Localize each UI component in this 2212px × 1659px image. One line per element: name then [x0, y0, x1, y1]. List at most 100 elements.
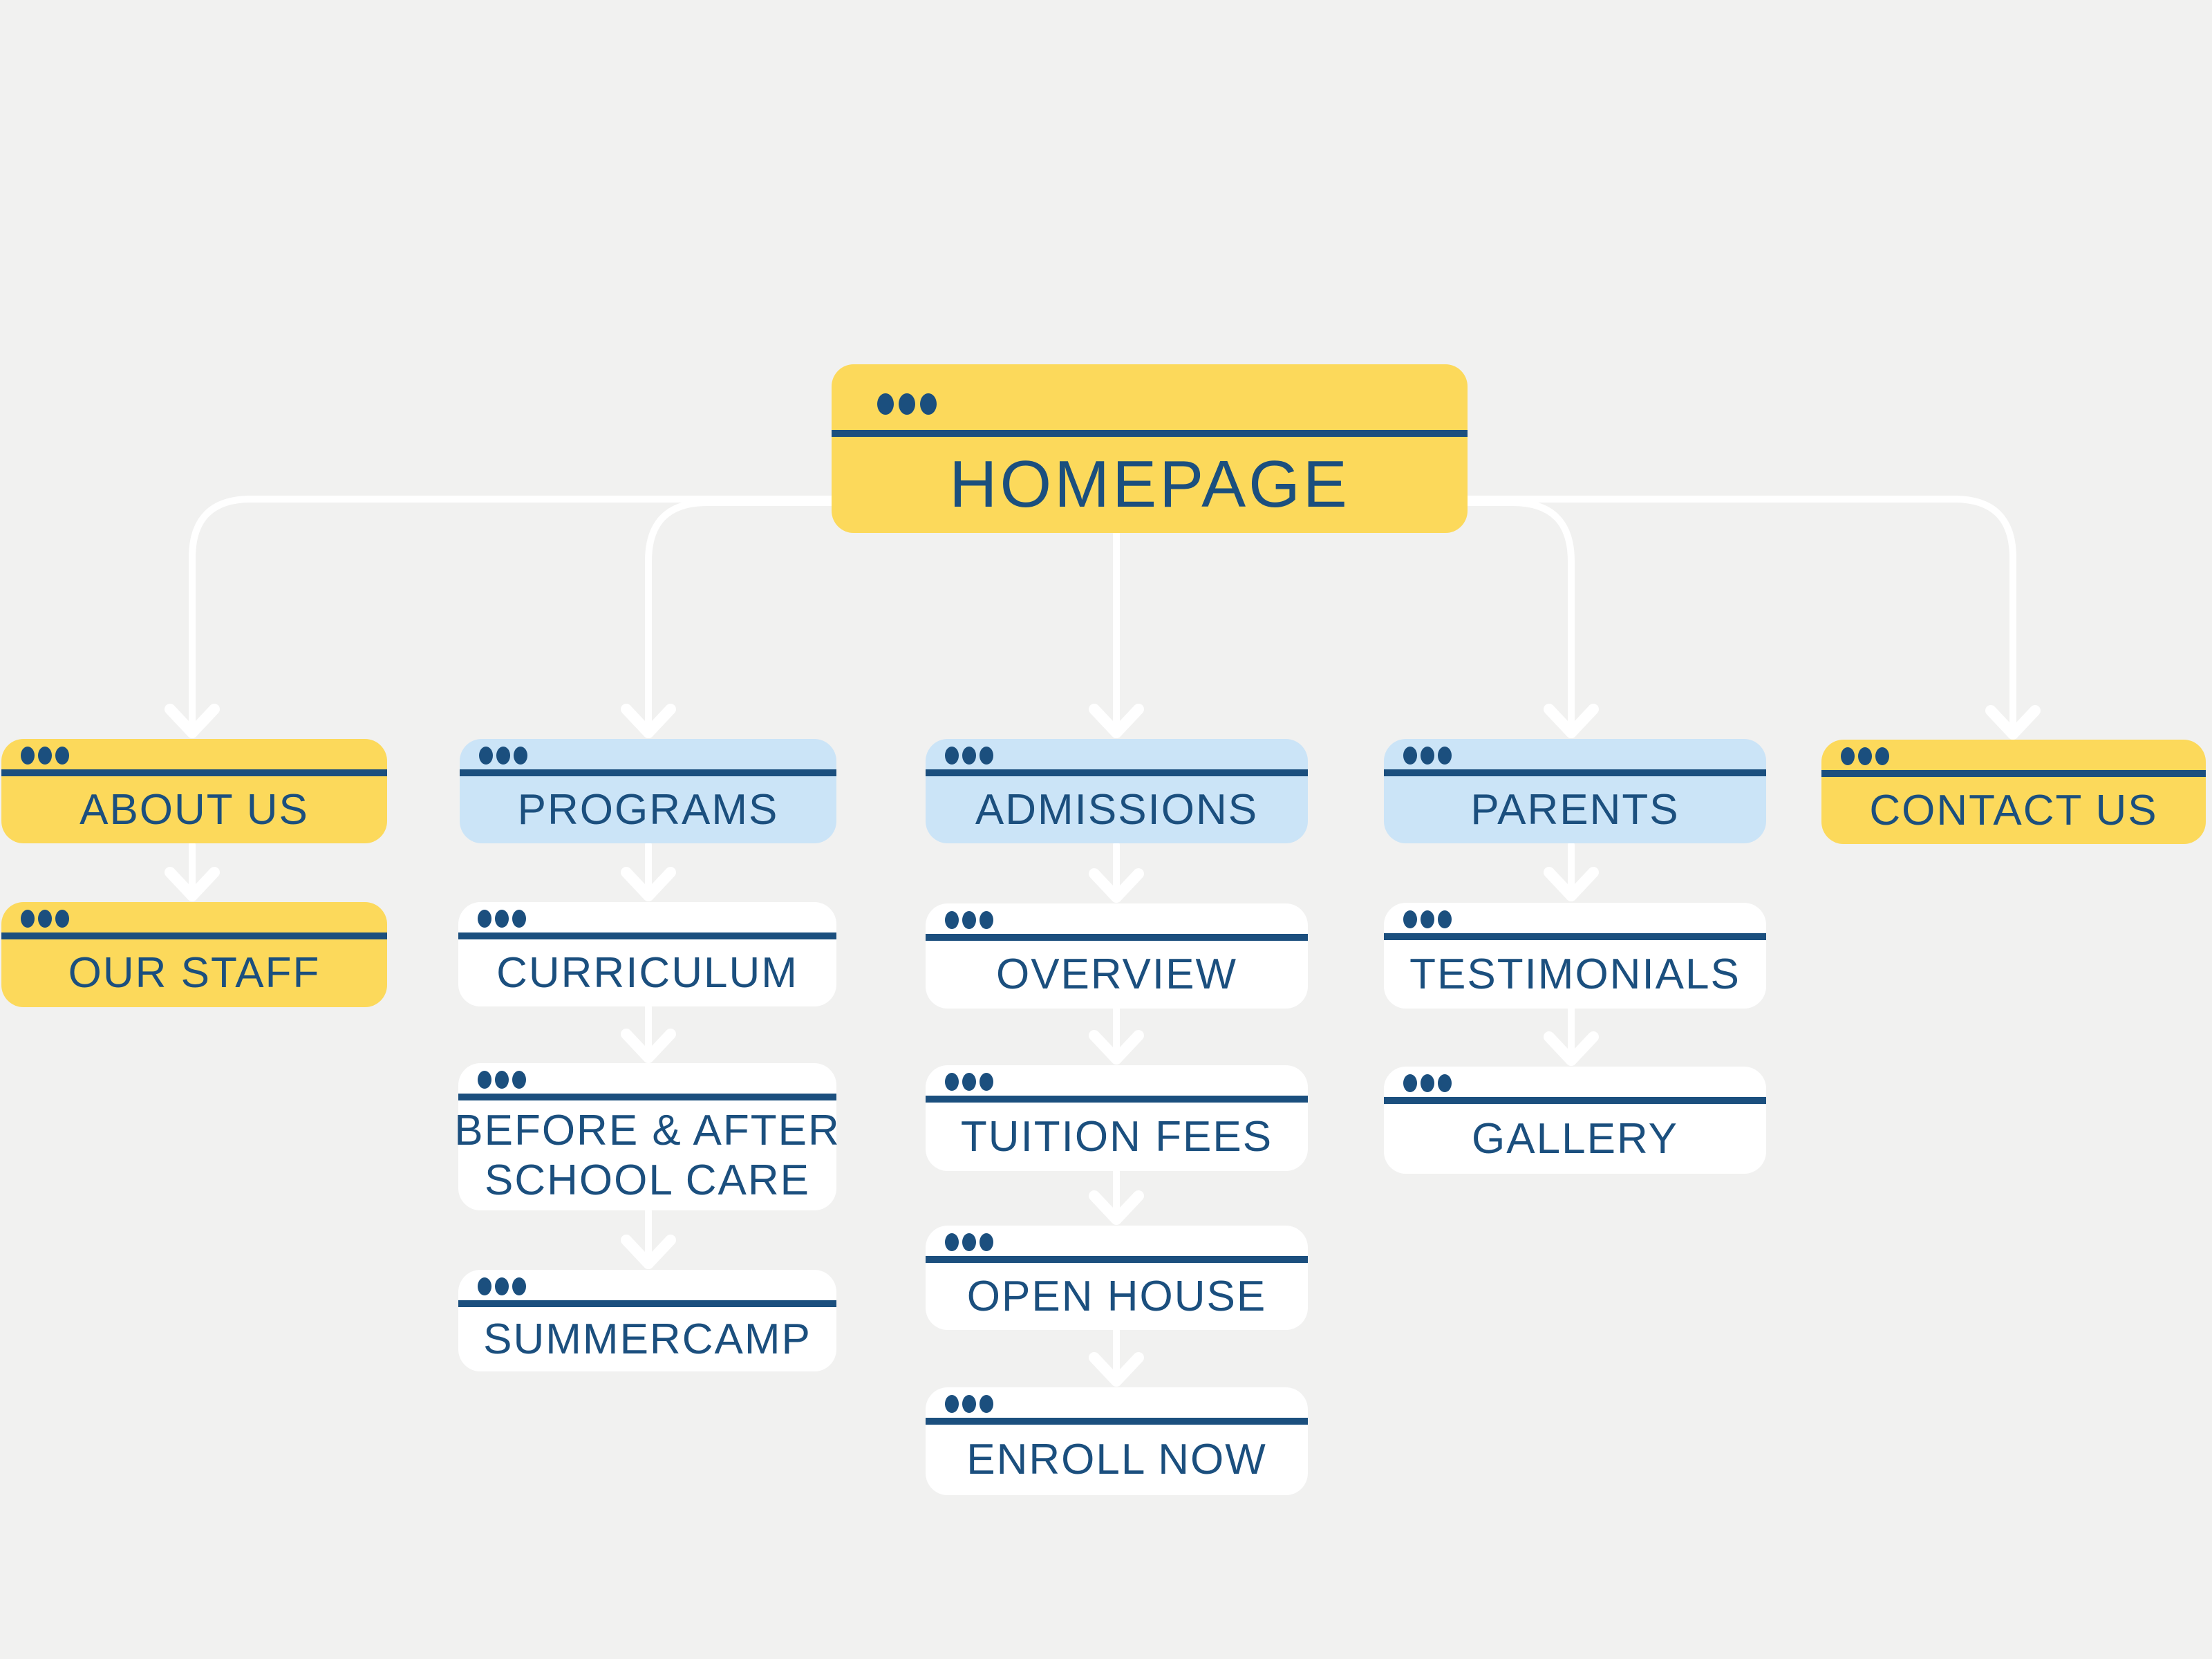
window-dot-icon	[38, 747, 52, 765]
window-dot-icon	[1841, 747, 1855, 765]
window-dot-icon	[479, 747, 493, 765]
node-gallery: GALLERY	[1384, 1067, 1766, 1174]
window-dot-icon	[1421, 910, 1434, 928]
node-label: OUR STAFF	[68, 949, 321, 997]
window-dot-icon	[920, 393, 937, 415]
window-dot-icon	[1403, 747, 1417, 765]
node-label: BEFORE & AFTER SCHOOL CARE	[454, 1100, 839, 1210]
titlebar-divider	[1, 932, 387, 939]
titlebar-divider	[1384, 1097, 1766, 1104]
window-dot-icon	[980, 1395, 993, 1413]
window-dot-icon	[877, 393, 894, 415]
node-open-house: OPEN HOUSE	[926, 1226, 1308, 1330]
window-dot-icon	[55, 747, 69, 765]
titlebar-divider	[1821, 770, 2206, 777]
window-dot-icon	[1403, 1074, 1417, 1092]
titlebar-divider	[832, 430, 1468, 437]
titlebar-divider	[1384, 769, 1766, 776]
window-dot-icon	[495, 1277, 509, 1295]
titlebar-divider	[458, 1300, 836, 1307]
browser-dots-icon	[945, 1395, 993, 1413]
arrow-down-icon	[1089, 1352, 1144, 1387]
connector-testimonials-gallery	[1544, 1006, 1599, 1066]
connector-overview-tuition-fees	[1089, 1006, 1144, 1065]
node-curriculum: CURRICULUM	[458, 902, 836, 1006]
node-label: ADMISSIONS	[975, 785, 1259, 834]
arrow-down-icon	[1089, 704, 1144, 738]
titlebar-divider	[926, 1418, 1308, 1425]
browser-titlebar	[1384, 1067, 1766, 1097]
window-dot-icon	[21, 910, 35, 928]
window-dot-icon	[55, 910, 69, 928]
browser-dots-icon	[1403, 1074, 1452, 1092]
browser-titlebar	[1384, 903, 1766, 933]
arrow-down-icon	[1544, 1031, 1599, 1066]
window-dot-icon	[980, 1233, 993, 1251]
window-dot-icon	[980, 1073, 993, 1091]
window-dot-icon	[495, 910, 509, 928]
browser-titlebar	[926, 1065, 1308, 1096]
browser-dots-icon	[478, 1277, 526, 1295]
connector-homepage-admissions	[1089, 529, 1144, 738]
node-label: OVERVIEW	[995, 950, 1238, 999]
window-dot-icon	[495, 1071, 509, 1089]
window-dot-icon	[478, 910, 491, 928]
titlebar-divider	[458, 1094, 836, 1100]
window-dot-icon	[962, 1073, 976, 1091]
window-dot-icon	[980, 911, 993, 929]
node-summercamp: SUMMERCAMP	[458, 1270, 836, 1371]
window-dot-icon	[512, 1277, 526, 1295]
arrow-down-icon	[621, 1029, 676, 1063]
browser-dots-icon	[479, 747, 527, 765]
connector-tuition-fees-open-house	[1089, 1168, 1144, 1225]
arrow-down-icon	[1544, 704, 1599, 738]
browser-titlebar	[1, 902, 387, 932]
titlebar-divider	[926, 1096, 1308, 1103]
window-dot-icon	[1858, 747, 1872, 765]
connector-open-house-enroll-now	[1089, 1327, 1144, 1387]
node-testimonials: TESTIMONIALS	[1384, 903, 1766, 1009]
titlebar-divider	[458, 932, 836, 939]
window-dot-icon	[478, 1071, 491, 1089]
browser-titlebar	[926, 903, 1308, 934]
node-label: GALLERY	[1472, 1114, 1678, 1163]
browser-titlebar	[1384, 739, 1766, 769]
titlebar-divider	[926, 769, 1308, 776]
arrow-down-icon	[1089, 1030, 1144, 1065]
browser-titlebar	[1821, 740, 2206, 770]
node-label: ABOUT US	[79, 785, 309, 834]
connector-parents-testimonials	[1544, 841, 1599, 901]
titlebar-divider	[460, 769, 836, 776]
node-label: TUITION FEES	[960, 1112, 1273, 1161]
connector-programs-curriculum	[621, 841, 676, 901]
node-label: CONTACT US	[1869, 786, 2158, 834]
arrow-down-icon	[1544, 867, 1599, 901]
window-dot-icon	[945, 1395, 959, 1413]
node-label: ENROLL NOW	[966, 1436, 1267, 1484]
node-overview: OVERVIEW	[926, 903, 1308, 1009]
window-dot-icon	[945, 747, 959, 765]
browser-dots-icon	[478, 910, 526, 928]
browser-titlebar	[926, 1226, 1308, 1256]
window-dot-icon	[945, 1073, 959, 1091]
window-dot-icon	[962, 911, 976, 929]
node-label: TESTIMONIALS	[1409, 950, 1741, 998]
node-label: PARENTS	[1470, 785, 1680, 834]
window-dot-icon	[1438, 747, 1452, 765]
browser-titlebar	[460, 739, 836, 769]
node-admissions: ADMISSIONS	[926, 739, 1308, 843]
window-dot-icon	[21, 747, 35, 765]
window-dot-icon	[496, 747, 510, 765]
window-dot-icon	[1421, 1074, 1434, 1092]
browser-titlebar	[458, 1063, 836, 1094]
window-dot-icon	[980, 747, 993, 765]
node-label: CURRICULUM	[496, 948, 798, 997]
browser-dots-icon	[945, 747, 993, 765]
arrow-down-icon	[621, 704, 676, 738]
titlebar-divider	[926, 1256, 1308, 1263]
node-label: OPEN HOUSE	[966, 1272, 1267, 1320]
titlebar-divider	[1384, 933, 1766, 940]
browser-titlebar	[458, 1270, 836, 1300]
